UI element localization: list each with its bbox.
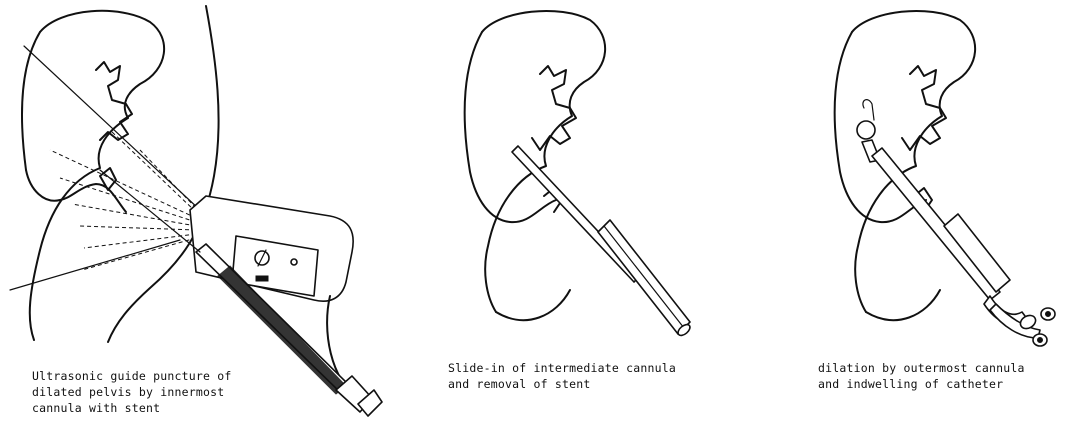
caption-line: and removal of stent [448, 376, 676, 392]
intermediate-cannula [512, 146, 692, 338]
caption-panel-2: Slide-in of intermediate cannula and rem… [448, 360, 676, 392]
caption-line: Slide-in of intermediate cannula [448, 360, 676, 376]
ultrasound-beam [50, 130, 196, 270]
kidney-outline-1 [30, 11, 164, 340]
caption-line: dilation by outermost cannula [818, 360, 1025, 376]
panel-3-drawing [835, 11, 1055, 346]
caption-panel-1: Ultrasonic guide puncture of dilated pel… [32, 368, 231, 416]
panel-1-drawing [10, 6, 382, 416]
renal-pelvis-2 [532, 66, 576, 150]
renal-pelvis-3 [902, 66, 946, 150]
caption-panel-3: dilation by outermost cannula and indwel… [818, 360, 1025, 392]
caption-line: cannula with stent [32, 400, 231, 416]
caption-line: Ultrasonic guide puncture of [32, 368, 231, 384]
kidney-outline-2 [482, 11, 605, 312]
caption-line: and indwelling of catheter [818, 376, 1025, 392]
caption-line: dilated pelvis by innermost [32, 384, 231, 400]
panel-2-drawing [465, 11, 692, 338]
